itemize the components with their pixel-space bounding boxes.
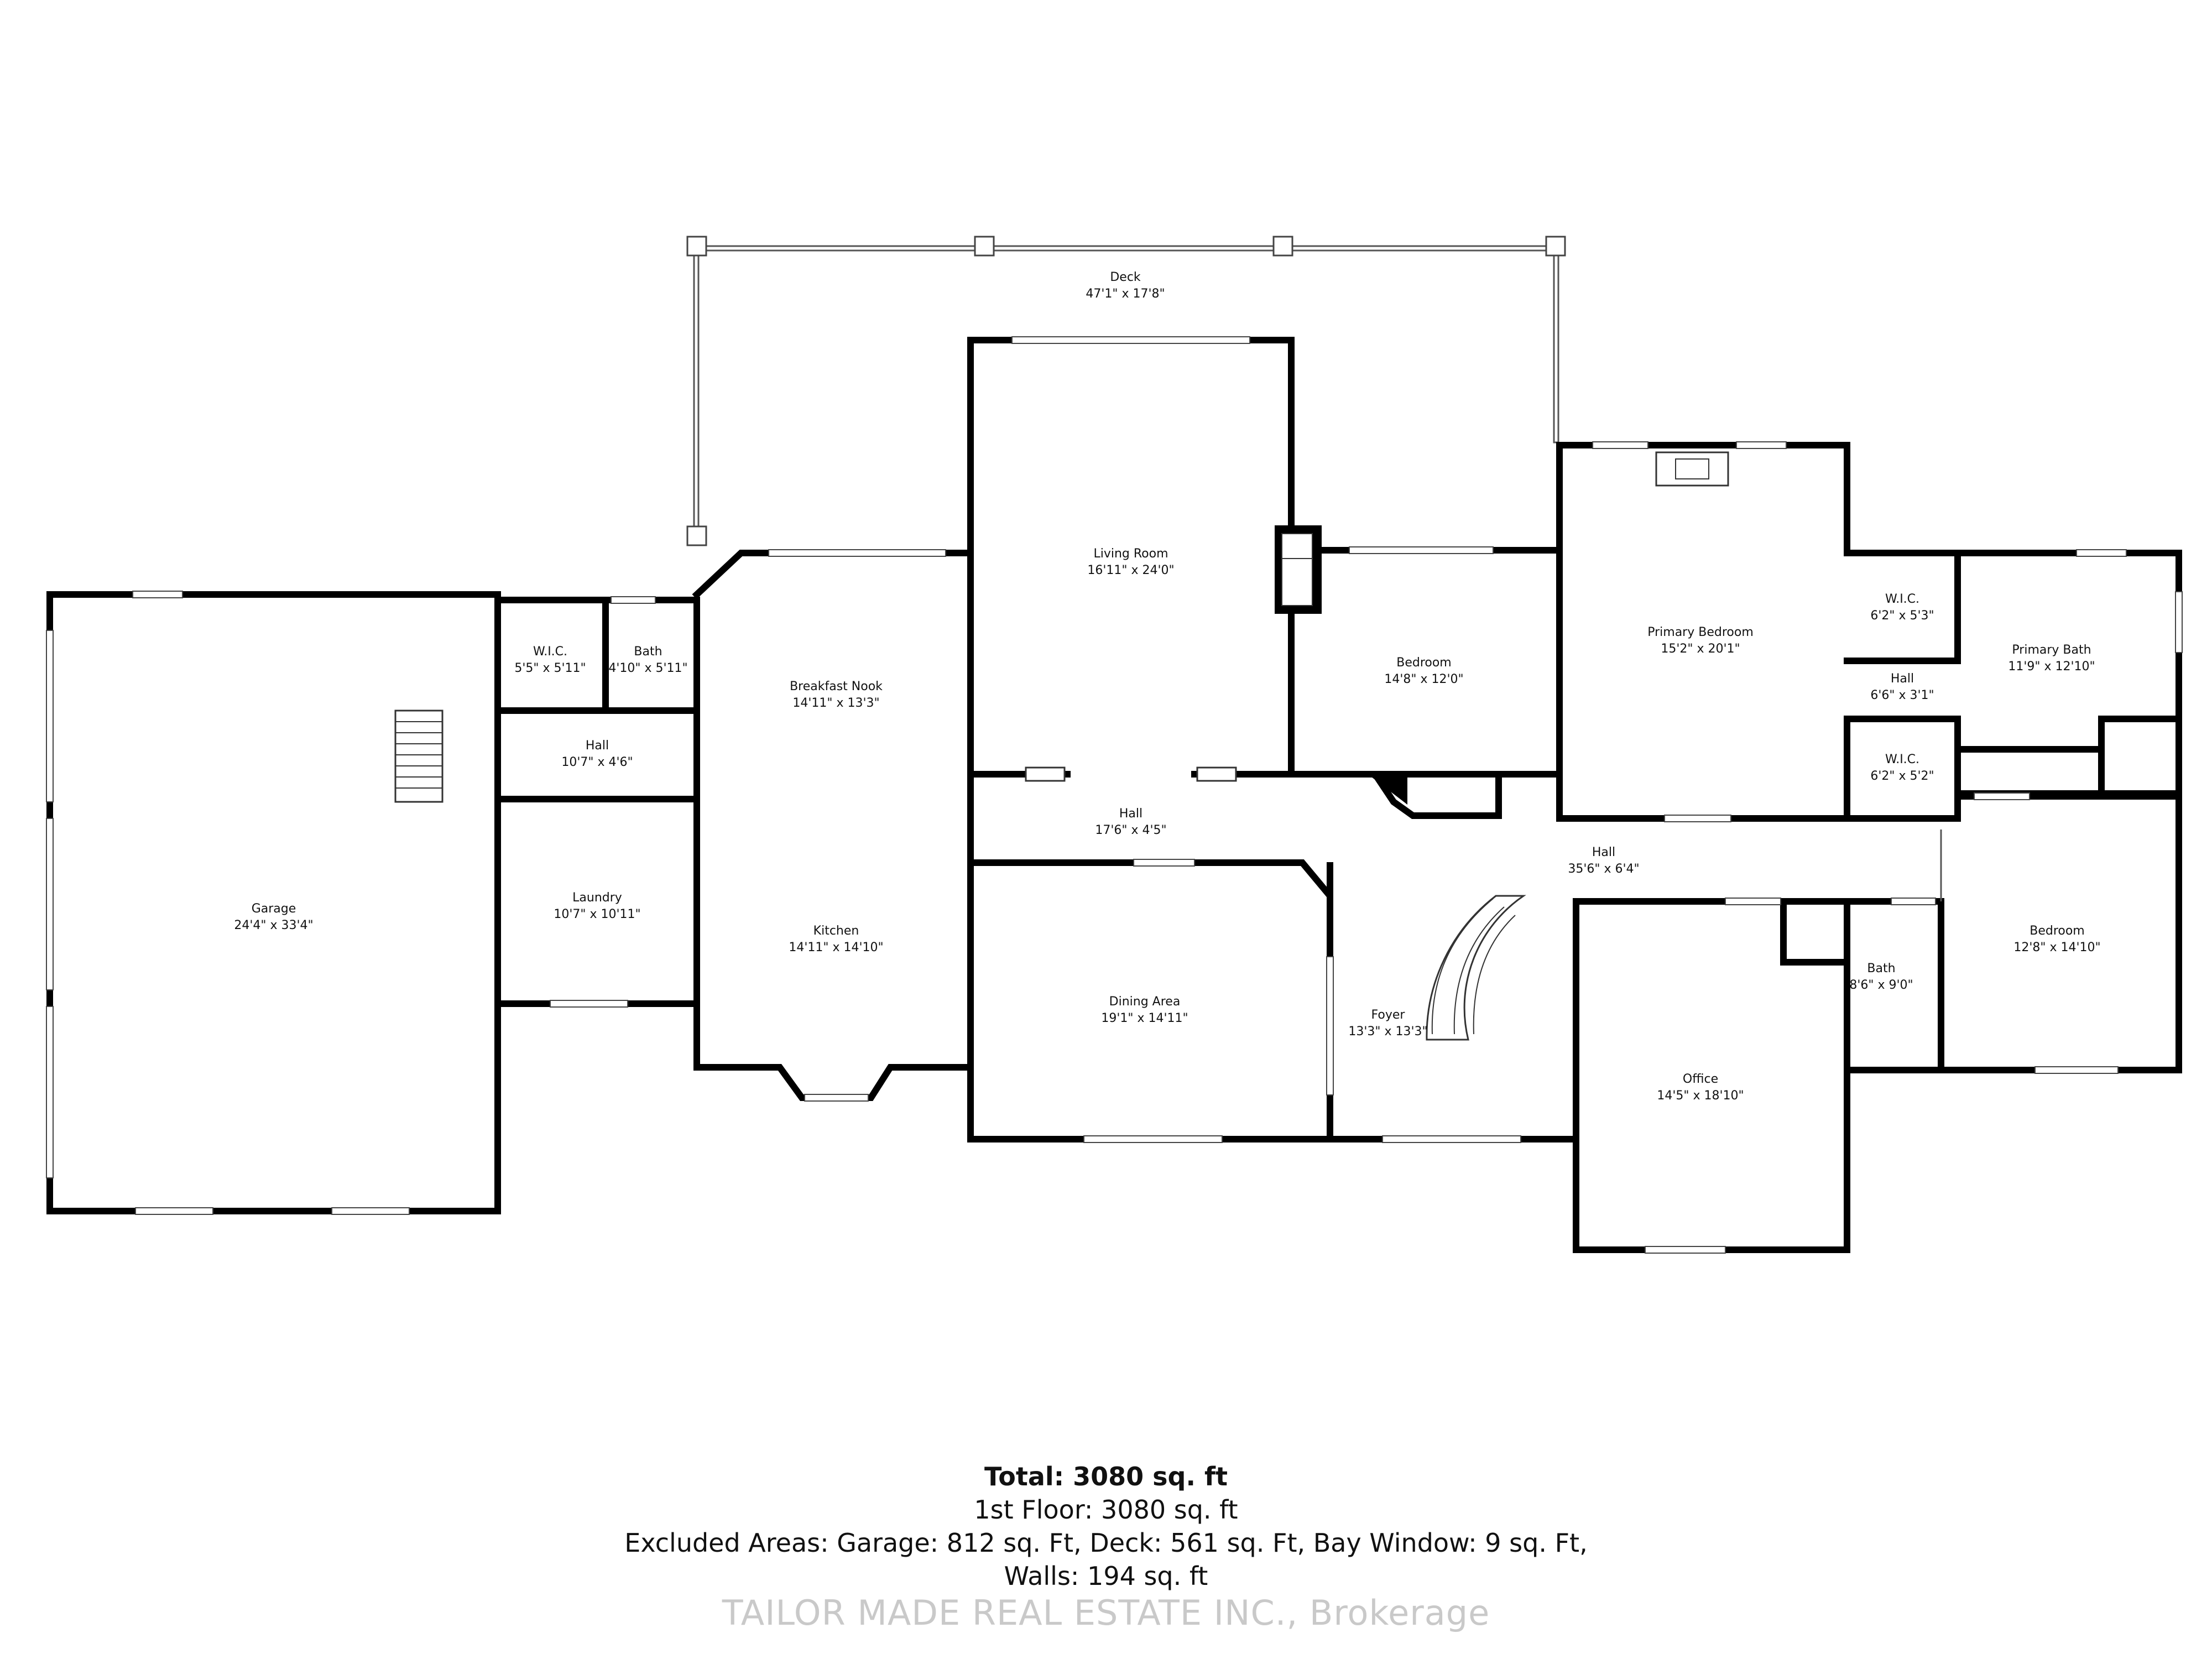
dining-walls — [967, 859, 1579, 1143]
closet-walls — [1372, 771, 1502, 819]
garage-stairs — [394, 709, 444, 803]
room-dim-wic-left: 5'5" x 5'11" — [514, 661, 586, 675]
room-dim-hall-center: 17'6" x 4'5" — [1095, 823, 1166, 837]
room-label-laundry: Laundry — [572, 891, 622, 905]
room-label-primary-bedroom: Primary Bedroom — [1647, 625, 1754, 639]
room-dim-dining-area: 19'1" x 14'11" — [1101, 1011, 1188, 1025]
fireplace-icon — [1275, 525, 1322, 614]
room-label-deck: Deck — [1110, 270, 1141, 284]
room-labels: Deck 47'1" x 17'8" Living Room 16'11" x … — [234, 270, 2100, 1103]
room-label-office: Office — [1683, 1072, 1718, 1086]
kitchen-walls — [692, 549, 974, 1102]
room-label-breakfast-nook: Breakfast Nook — [790, 680, 883, 693]
room-label-hall-primary: Hall — [1891, 672, 1914, 686]
room-label-wic-primary-top: W.I.C. — [1885, 592, 1919, 606]
office-walls — [1573, 898, 1850, 1254]
summary-floor: 1st Floor: 3080 sq. ft — [974, 1495, 1238, 1525]
bath-right-walls — [1780, 898, 1944, 1073]
room-dim-hall-primary: 6'6" x 3'1" — [1870, 688, 1934, 702]
room-dim-kitchen: 14'11" x 14'10" — [789, 941, 883, 954]
summary-excluded: Excluded Areas: Garage: 812 sq. Ft, Deck… — [624, 1528, 1588, 1558]
bedroom-right-walls — [1938, 792, 2182, 1074]
left-wing-walls — [494, 596, 700, 1008]
room-dim-bedroom-right: 12'8" x 14'10" — [2013, 941, 2100, 954]
room-dim-wic-primary-bottom: 6'2" x 5'2" — [1870, 769, 1934, 783]
room-label-garage: Garage — [252, 902, 296, 916]
hall-long-walls — [1327, 830, 1942, 901]
summary-total: Total: 3080 sq. ft — [984, 1462, 1228, 1491]
room-label-hall-long: Hall — [1592, 846, 1615, 859]
room-dim-garage: 24'4" x 33'4" — [234, 919, 313, 932]
room-dim-primary-bath: 11'9" x 12'10" — [2008, 660, 2095, 674]
room-label-living-room: Living Room — [1093, 547, 1168, 561]
living-room-walls — [967, 336, 1295, 782]
room-label-wic-left: W.I.C. — [533, 645, 567, 659]
primary-bedroom-walls — [1556, 441, 1850, 822]
room-dim-foyer: 13'3" x 13'3" — [1348, 1025, 1427, 1039]
room-label-dining-area: Dining Area — [1109, 995, 1181, 1009]
room-label-foyer: Foyer — [1371, 1008, 1406, 1022]
room-dim-primary-bedroom: 15'2" x 20'1" — [1661, 642, 1740, 656]
brokerage-watermark: TAILOR MADE REAL ESTATE INC., Brokerage — [722, 1593, 1490, 1633]
room-label-hall-left: Hall — [586, 739, 609, 753]
room-dim-living-room: 16'11" x 24'0" — [1087, 564, 1174, 577]
room-label-wic-primary-bottom: W.I.C. — [1885, 753, 1919, 766]
area-summary: Total: 3080 sq. ft 1st Floor: 3080 sq. f… — [0, 1460, 2212, 1593]
room-dim-breakfast-nook: 14'11" x 13'3" — [792, 696, 879, 710]
room-dim-laundry: 10'7" x 10'11" — [554, 907, 640, 921]
room-dim-bedroom-mid: 14'8" x 12'0" — [1384, 672, 1463, 686]
room-label-bedroom-mid: Bedroom — [1396, 656, 1452, 670]
room-dim-hall-left: 10'7" x 4'6" — [561, 755, 633, 769]
room-label-kitchen: Kitchen — [813, 924, 859, 938]
room-label-primary-bath: Primary Bath — [2012, 643, 2091, 657]
room-label-bath-right: Bath — [1867, 962, 1895, 975]
room-dim-bath-right: 8'6" x 9'0" — [1849, 978, 1913, 992]
curved-stairs — [1426, 895, 1526, 1041]
room-dim-bath-left: 4'10" x 5'11" — [608, 661, 687, 675]
room-label-hall-center: Hall — [1119, 807, 1142, 821]
garage-walls — [46, 591, 501, 1215]
room-dim-wic-primary-top: 6'2" x 5'3" — [1870, 609, 1934, 623]
room-label-bath-left: Bath — [634, 645, 662, 659]
room-dim-deck: 47'1" x 17'8" — [1086, 287, 1165, 301]
room-dim-hall-long: 35'6" x 6'4" — [1568, 862, 1639, 876]
room-dim-office: 14'5" x 18'10" — [1657, 1089, 1744, 1103]
summary-walls: Walls: 194 sq. ft — [1004, 1561, 1208, 1591]
room-label-bedroom-right: Bedroom — [2030, 924, 2085, 938]
deck-outline — [686, 236, 1566, 596]
